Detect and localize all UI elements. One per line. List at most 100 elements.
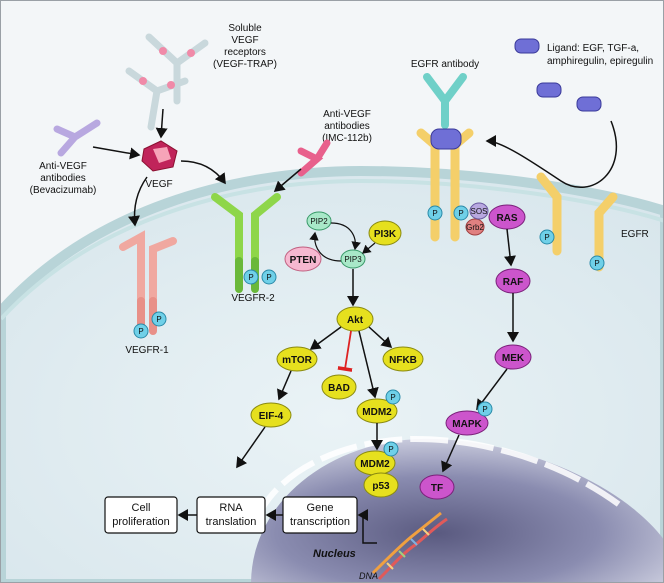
ligand-icon-1 [536, 82, 562, 98]
tf-node [419, 474, 455, 500]
ligand-label-2: amphiregulin, epiregulin [547, 56, 653, 67]
arrow-akt-to-mtor [309, 326, 342, 350]
ligand-icon-2 [576, 96, 602, 112]
akt-label: Akt [347, 315, 364, 326]
p53-node [363, 472, 399, 498]
raf-label: RAF [503, 277, 524, 288]
egfr2-p1-label: P [544, 233, 549, 242]
mek-label: MEK [502, 353, 525, 364]
pip3-label: PIP3 [344, 255, 362, 264]
mapk-label: MAPK [452, 419, 482, 430]
pip2-label: PIP2 [310, 217, 328, 226]
dna-helix-icon [371, 511, 448, 581]
arrow-mtor-to-eif4 [277, 370, 292, 401]
arrow-imc-to-vegfr2 [273, 168, 302, 192]
arrow-pi3k-to-pip3 [362, 242, 376, 254]
soluble-label-1: Soluble [228, 23, 262, 34]
vegfr2-label: VEGFR-2 [231, 293, 275, 304]
imc-antibody-icon [297, 139, 331, 177]
eif4-node [250, 402, 292, 428]
egfr-antibody-icon [423, 73, 467, 129]
arrow-akt-to-mdm2 [358, 330, 379, 399]
vegfr1-phospho-2 [133, 323, 149, 339]
pip2-node [306, 211, 332, 231]
bevacizumab-antibody-icon [53, 119, 101, 157]
vegfr2-p2-label: P [266, 273, 271, 282]
mtor-node [276, 346, 318, 372]
vegf-label: VEGF [145, 179, 172, 190]
egfr-phospho-2 [453, 205, 469, 221]
arrow-trap-to-vegf [155, 108, 168, 139]
arrow-bev-to-vegf [92, 146, 141, 160]
soluble-label-3: receptors [224, 47, 266, 58]
pi3k-node [368, 220, 402, 246]
arrow-eif4-to-rna [236, 426, 266, 469]
vegfr2-phospho-2 [261, 269, 277, 285]
arrow-akt-to-nfkb [368, 326, 393, 349]
ligand-label-1: Ligand: EGF, TGF-a, [547, 43, 639, 54]
nucleus-label: Nucleus [313, 548, 356, 560]
egfr2-phospho-2 [589, 255, 605, 271]
arrow-vegf-to-vegfr1 [128, 176, 148, 227]
mapk-p-label: P [482, 405, 487, 414]
vegfr1-phospho-1 [151, 311, 167, 327]
mek-node [494, 344, 532, 370]
mapk-phospho [477, 401, 493, 417]
vegfr1-p2-label: P [138, 327, 143, 336]
arrow-mapk-to-tf [441, 434, 460, 473]
bad-node [321, 374, 357, 400]
sos-label: SOS [471, 207, 488, 216]
vegf-ligand-icon [141, 140, 178, 172]
ras-label: RAS [496, 213, 517, 224]
arrow-vegf-to-vegfr2 [180, 160, 226, 185]
egfr-label: EGFR [621, 229, 649, 240]
gene-transcription-label-2: transcription [290, 516, 350, 528]
mapk-node [445, 410, 489, 436]
p53-label: p53 [372, 481, 390, 492]
bevacizumab-label-3: (Bevacizumab) [30, 185, 97, 196]
pten-node [284, 246, 322, 272]
arrow-pip3-to-pip2 [309, 231, 342, 262]
eif4-label: EIF-4 [259, 411, 284, 422]
arrow-ligand-to-egfr [485, 120, 618, 188]
mtor-label: mTOR [282, 355, 313, 366]
nucleus [251, 438, 663, 582]
vegfr2-receptor-icon [211, 193, 281, 293]
sos-node [469, 202, 489, 220]
mdm2-nuclear-phospho [383, 441, 399, 457]
nuclear-envelope [253, 435, 623, 523]
vegfr2-phospho-1 [243, 269, 259, 285]
arrow-pip2-to-pip3 [330, 222, 361, 251]
mdm2-nuc-p-label: P [388, 445, 393, 454]
mdm2-label: MDM2 [362, 407, 392, 418]
vegfr1-label: VEGFR-1 [125, 345, 169, 356]
soluble-label-2: VEGF [231, 35, 258, 46]
egfr-p2-label: P [458, 209, 463, 218]
egfr-phospho-1 [427, 205, 443, 221]
egfr-receptor-2-icon [536, 172, 618, 272]
rna-translation-label-1: RNA [219, 502, 243, 514]
arrow-ras-to-raf [504, 228, 516, 267]
bad-label: BAD [328, 383, 350, 394]
vegfr2-p1-label: P [248, 273, 253, 282]
egfr-p1-label: P [432, 209, 437, 218]
egfr-antibody-label: EGFR antibody [411, 59, 479, 70]
inhibit-akt-to-bad [337, 330, 353, 372]
bevacizumab-label-1: Anti-VEGF [39, 161, 87, 172]
mdm2-p-label: P [390, 393, 395, 402]
grb2-node [465, 218, 485, 236]
grb2-label: Grb2 [466, 223, 484, 232]
gene-transcription-label-1: Gene [307, 502, 334, 514]
bevacizumab-label-2: antibodies [40, 173, 86, 184]
pi3k-label: PI3K [374, 229, 397, 240]
cell-proliferation-label-2: proliferation [112, 516, 169, 528]
soluble-label-4: (VEGF-TRAP) [213, 59, 277, 70]
tf-label: TF [431, 483, 443, 494]
egfr2-p2-label: P [594, 259, 599, 268]
egfr2-phospho-1 [539, 229, 555, 245]
cell-proliferation-label-1: Cell [132, 502, 151, 514]
mdm2-nuclear-label: MDM2 [360, 459, 390, 470]
mdm2-phospho [385, 389, 401, 405]
